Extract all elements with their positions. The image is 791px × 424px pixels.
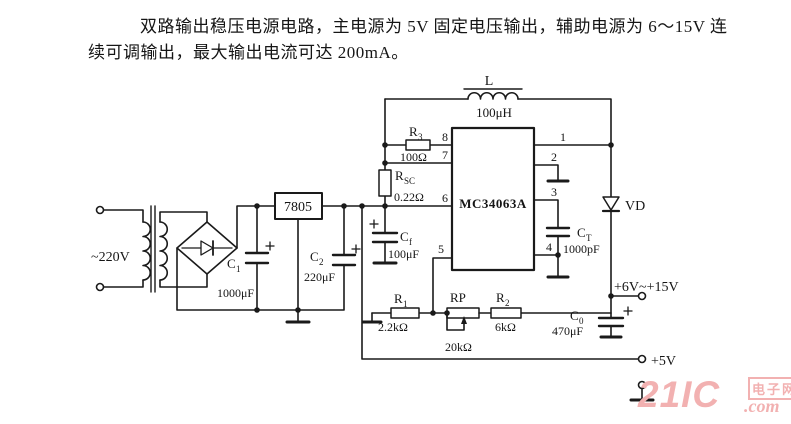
pin-3: 3	[551, 185, 557, 199]
inductor-l	[384, 88, 612, 146]
caption-line-1: 双路输出稳压电源电路，主电源为 5V 固定电压输出，辅助电源为 6～15V 连	[140, 17, 728, 36]
resistor-r3	[384, 139, 453, 151]
c1-sub: 1	[236, 264, 241, 274]
capacitor-cf	[369, 205, 399, 265]
r1-sub: 1	[403, 299, 408, 309]
diode-vd	[601, 144, 621, 297]
r3-name: R	[409, 124, 418, 139]
output-aux-terminal	[610, 291, 647, 301]
transformer-symbol	[95, 205, 208, 293]
pin-7: 7	[442, 148, 448, 162]
l-value: 100μH	[476, 105, 512, 120]
rsc-value: 0.22Ω	[394, 190, 424, 204]
junction-dots	[254, 142, 614, 316]
cf-sub: f	[409, 237, 412, 247]
out-5v-label: +5V	[651, 354, 676, 369]
pin-4: 4	[546, 240, 552, 254]
pin-6: 6	[442, 191, 448, 205]
r1-value: 2.2kΩ	[378, 320, 408, 334]
rp-name: RP	[450, 290, 466, 305]
rail-5v	[361, 205, 647, 364]
ic-mc34063a	[432, 126, 612, 314]
aux-output-label: +6V~+15V	[614, 280, 679, 295]
capacitor-c2	[331, 205, 361, 267]
c0-sub: 0	[579, 316, 584, 326]
bridge-rectifier-symbol	[176, 205, 345, 311]
r2-name: R	[496, 290, 505, 305]
capacitor-ct	[533, 199, 571, 279]
c2-value: 220μF	[304, 270, 335, 284]
c1-value: 1000μF	[217, 286, 254, 300]
regulator-label: 7805	[284, 200, 312, 215]
potentiometer-rp	[446, 307, 480, 331]
c0-name: C	[570, 308, 579, 323]
rp-value: 20kΩ	[445, 340, 472, 354]
ground-terminal	[629, 380, 655, 402]
capacitor-c0	[597, 295, 633, 339]
ac-input-label: ~220V	[91, 250, 130, 265]
pin-1: 1	[560, 130, 566, 144]
c0-value: 470μF	[552, 324, 583, 338]
cf-name: C	[400, 229, 409, 244]
r2-sub: 2	[505, 298, 510, 308]
pin2-ground	[533, 164, 570, 183]
r2-value: 6kΩ	[495, 320, 516, 334]
r1-name: R	[394, 291, 403, 306]
ct-name: C	[577, 225, 586, 240]
rsc-name: R	[395, 168, 404, 183]
pin-8: 8	[442, 130, 448, 144]
c1-name: C	[227, 256, 236, 271]
ct-sub: T	[586, 233, 592, 243]
capacitor-c1	[244, 205, 275, 311]
ic-label: MC34063A	[459, 196, 527, 211]
cf-value: 100μF	[388, 247, 419, 261]
pin-2: 2	[551, 150, 557, 164]
l-name: L	[485, 74, 494, 89]
ct-value: 1000pF	[563, 242, 600, 256]
c2-sub: 2	[319, 257, 324, 267]
rsc-sub: SC	[404, 176, 415, 186]
r3-value: 100Ω	[400, 150, 427, 164]
resistor-rsc	[378, 98, 392, 207]
r3-sub: 3	[418, 132, 423, 142]
caption-line-2: 续可调输出，最大输出电流可达 200mA。	[88, 43, 409, 62]
resistor-r2	[478, 307, 612, 319]
vd-label: VD	[625, 199, 645, 214]
c2-name: C	[310, 249, 319, 264]
pin-5: 5	[438, 242, 444, 256]
